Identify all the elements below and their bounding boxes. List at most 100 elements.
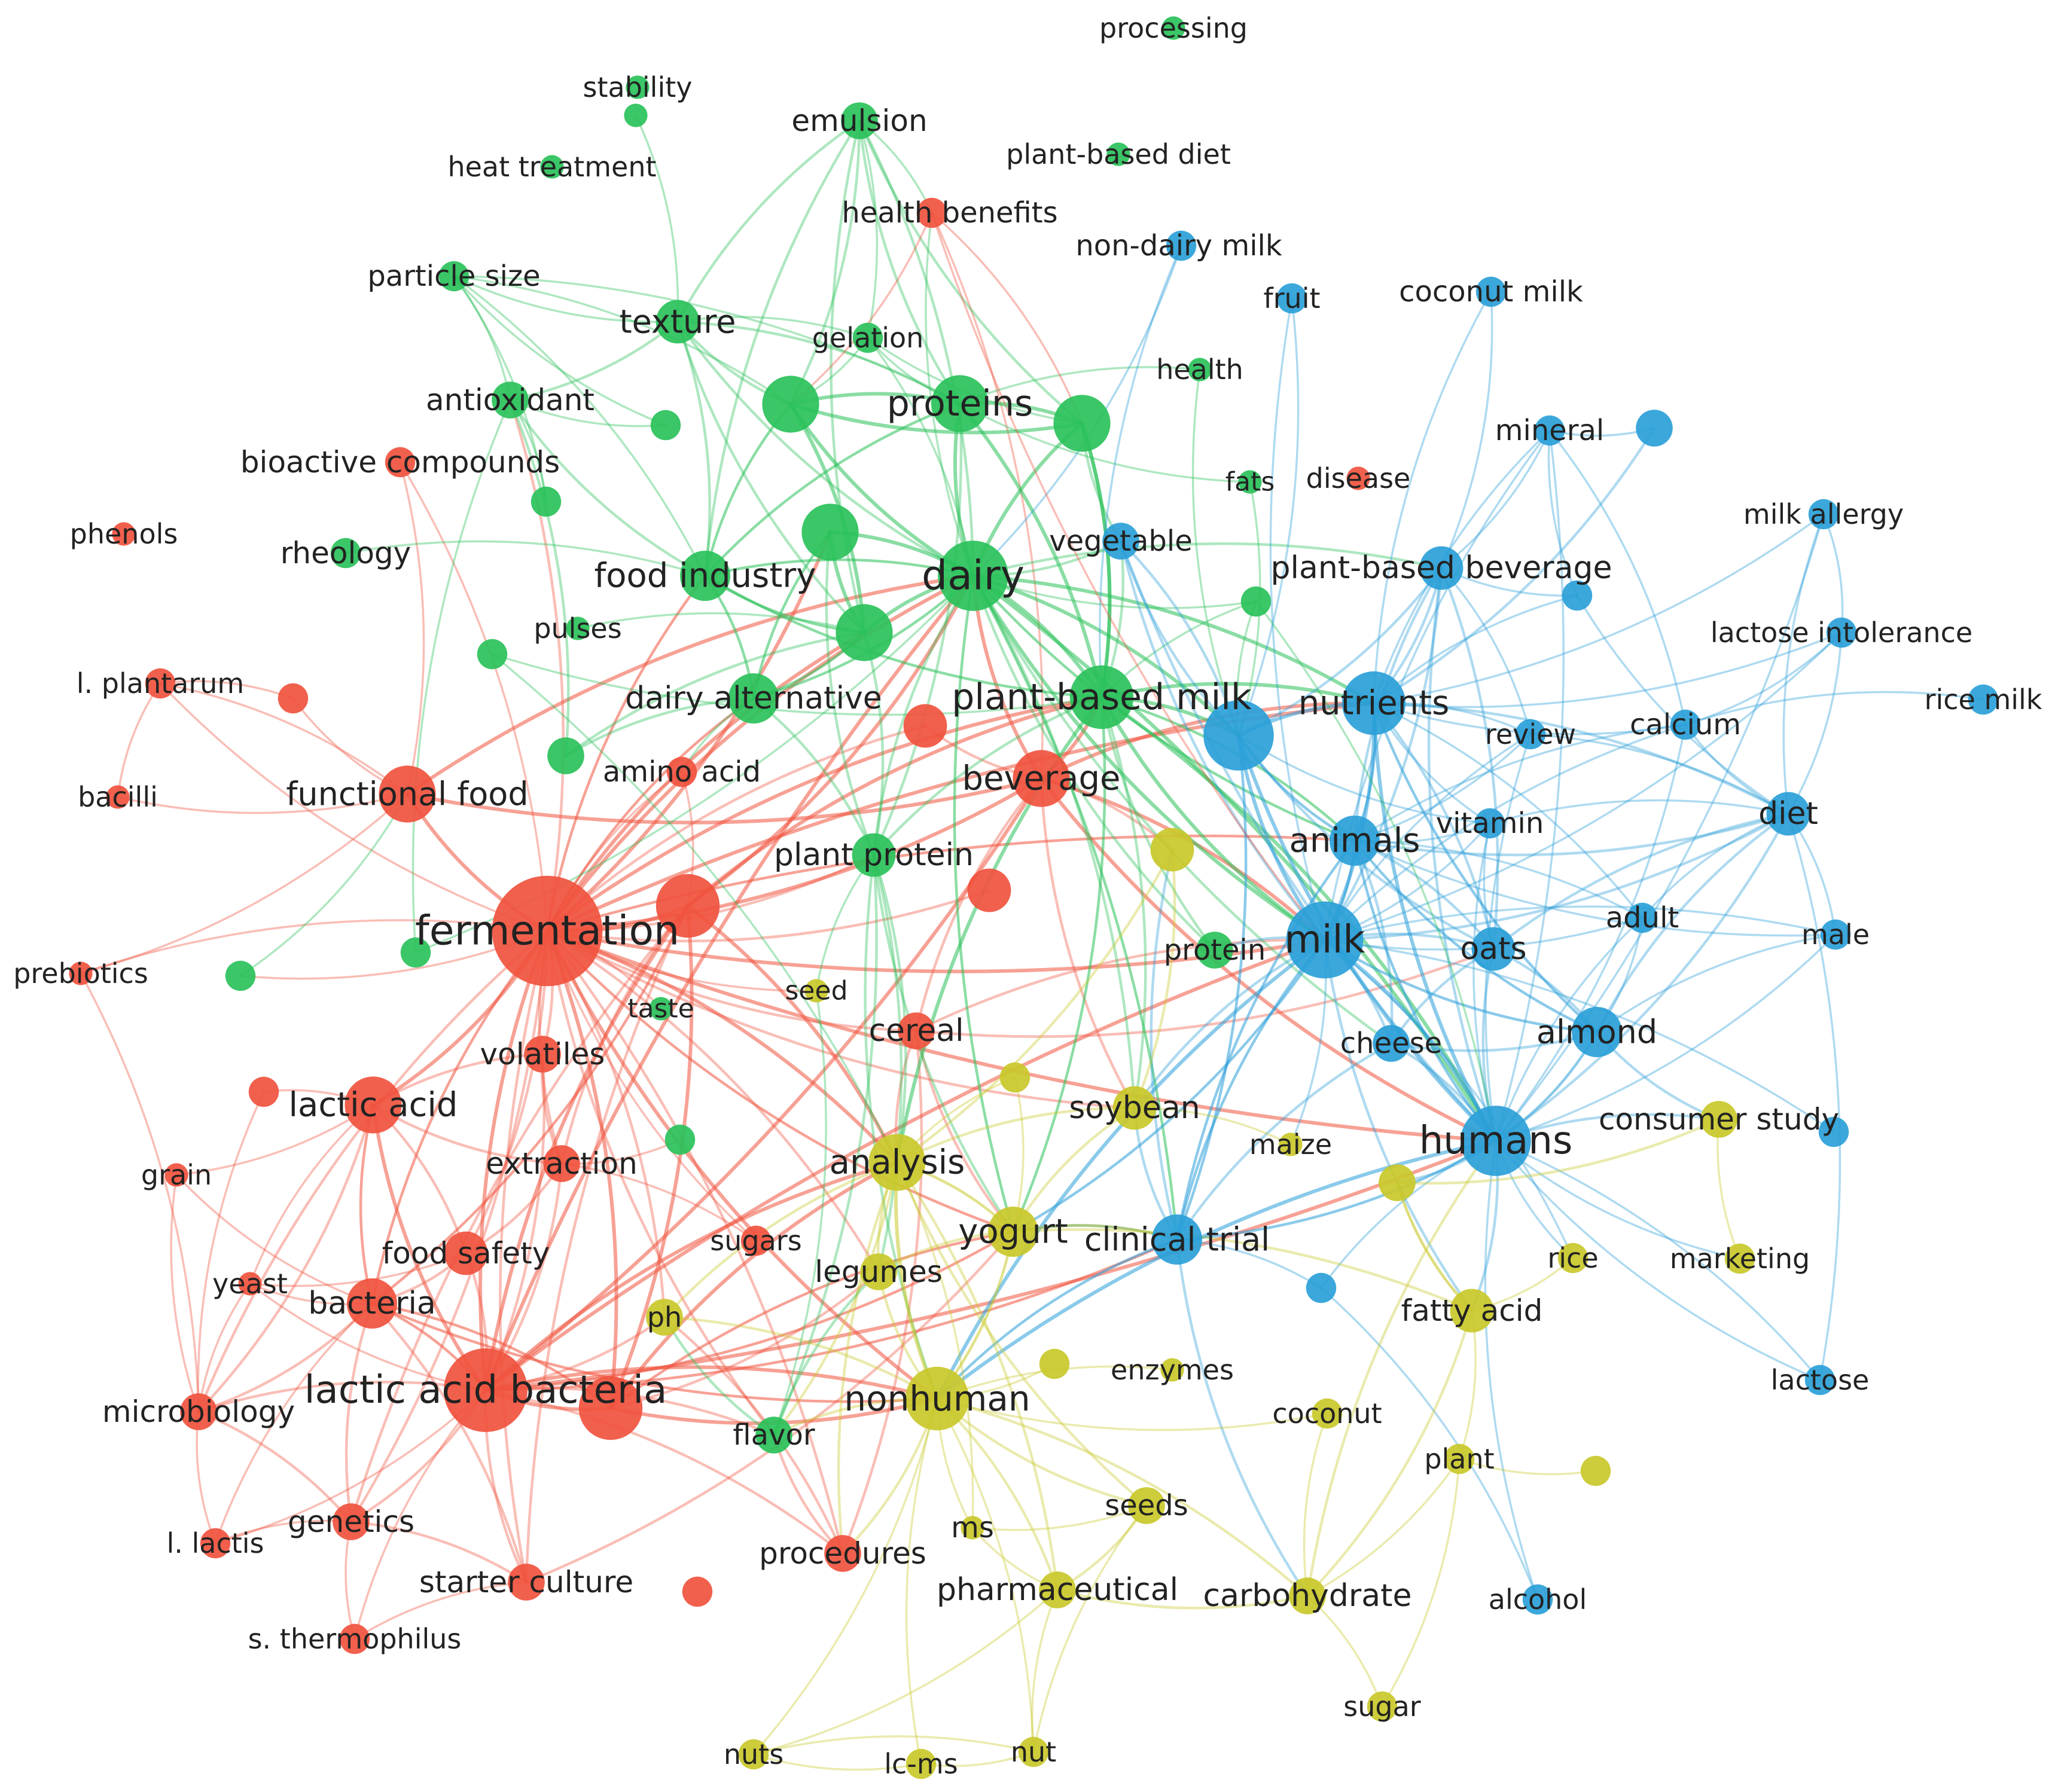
node-bacilli[interactable] [106,785,130,809]
node-u30[interactable] [1580,1455,1611,1486]
node-sugar[interactable] [1367,1691,1398,1722]
node-vegetable[interactable] [1102,523,1139,560]
node-calcium[interactable] [1670,709,1701,740]
node-antioxidant[interactable] [492,381,529,419]
node-yeast[interactable] [238,1272,262,1296]
node-male[interactable] [1820,919,1851,950]
node-u21[interactable] [903,704,947,748]
node-disease[interactable] [1346,466,1370,490]
node-diet[interactable] [1766,792,1810,836]
node-maize[interactable] [1279,1132,1303,1156]
node-plant-based-diet[interactable] [1106,142,1130,166]
node-milk-allergy[interactable] [1808,499,1839,530]
node-adult[interactable] [1627,902,1658,933]
node-nut[interactable] [1018,1736,1049,1767]
node-bioactive-compounds[interactable] [385,447,416,478]
node-particle-size[interactable] [438,261,469,292]
node-carbohydrate[interactable] [1289,1577,1326,1614]
node-u10[interactable] [650,410,681,441]
node-u19[interactable] [477,639,508,670]
node-l-lactis[interactable] [200,1528,231,1559]
node-lc-ms[interactable] [905,1748,937,1779]
node-rice[interactable] [1557,1243,1589,1274]
node-stability[interactable] [626,75,650,99]
node-heat-treatment[interactable] [540,155,564,179]
node-lactic-acid-bacteria[interactable] [444,1348,528,1432]
node-animals[interactable] [1330,816,1380,866]
node-rice-milk[interactable] [1968,684,1999,715]
node-u14[interactable] [1240,586,1272,617]
node-u5[interactable] [1636,410,1673,447]
node-flavor[interactable] [755,1416,792,1454]
node-plant-protein[interactable] [852,833,896,877]
node-food-safety[interactable] [444,1231,488,1275]
node-beverage[interactable] [1013,750,1070,807]
node-cheese[interactable] [1373,1025,1410,1062]
node-enzymes[interactable] [1160,1358,1184,1382]
node-u13[interactable] [1203,700,1274,771]
node-sugars[interactable] [740,1225,772,1256]
node-prebiotics[interactable] [69,961,93,985]
node-functional-food[interactable] [379,765,436,823]
node-plant[interactable] [1444,1443,1475,1474]
node-coconut[interactable] [1312,1398,1343,1429]
node-cereal[interactable] [898,1012,935,1049]
node-vitamin[interactable] [1474,808,1505,839]
node-coconut-milk[interactable] [1475,276,1507,307]
node-pharmaceutical[interactable] [1039,1571,1076,1608]
node-u1[interactable] [278,683,309,714]
node-lactic-acid[interactable] [344,1076,402,1134]
node-u18[interactable] [967,868,1011,912]
node-u12[interactable] [248,1076,279,1107]
node-phenols[interactable] [112,522,136,546]
node-rheology[interactable] [330,538,361,569]
node-u7[interactable] [1053,395,1111,452]
node-dairy[interactable] [938,541,1008,611]
node-plant-based-beverage[interactable] [1419,546,1464,590]
node-proteins[interactable] [931,375,989,432]
node-u16[interactable] [655,874,720,938]
node-yogurt[interactable] [988,1207,1038,1257]
node-soybean[interactable] [1112,1086,1157,1130]
node-plant-based-milk[interactable] [1069,665,1134,729]
node-lactose-intolerance[interactable] [1826,617,1857,648]
node-u4[interactable] [836,604,893,661]
node-extraction[interactable] [543,1145,580,1182]
node-fatty-acid[interactable] [1450,1289,1494,1333]
node-health[interactable] [1188,358,1212,381]
node-food-industry[interactable] [680,551,730,601]
node-seeds[interactable] [1128,1487,1165,1524]
node-analysis[interactable] [868,1134,926,1191]
node-microbiology[interactable] [180,1393,217,1430]
node-bacteria[interactable] [347,1278,397,1329]
node-nutrients[interactable] [1341,671,1406,735]
node-u11[interactable] [624,103,648,127]
node-processing[interactable] [1161,16,1185,40]
node-u17[interactable] [1150,828,1194,872]
node-grain[interactable] [164,1163,188,1187]
node-amino-acid[interactable] [666,756,697,787]
node-u26[interactable] [1818,1116,1849,1147]
node-humans[interactable] [1461,1106,1531,1176]
node-lactose[interactable] [1804,1364,1836,1396]
node-procedures[interactable] [824,1535,861,1572]
node-review[interactable] [1515,719,1546,750]
node-starter-culture[interactable] [508,1564,545,1601]
node-clinical-trial[interactable] [1152,1214,1202,1265]
node-texture[interactable] [655,300,700,344]
node-u15[interactable] [547,737,584,774]
node-dairy-alternative[interactable] [728,673,779,723]
node-fruit[interactable] [1276,283,1307,314]
node-nuts[interactable] [738,1739,769,1770]
node-u20[interactable] [400,937,431,968]
node-l-plantarum[interactable] [145,668,176,699]
node-alcohol[interactable] [1522,1584,1553,1615]
node-non-dairy-milk[interactable] [1166,230,1197,261]
node-milk[interactable] [1286,901,1364,979]
node-marketing[interactable] [1724,1243,1755,1274]
node-consumer-study[interactable] [1700,1101,1737,1138]
node-ph[interactable] [646,1299,683,1336]
node-u22[interactable] [999,1062,1030,1093]
node-s-thermophilus[interactable] [339,1623,370,1654]
node-protein[interactable] [1196,932,1233,969]
